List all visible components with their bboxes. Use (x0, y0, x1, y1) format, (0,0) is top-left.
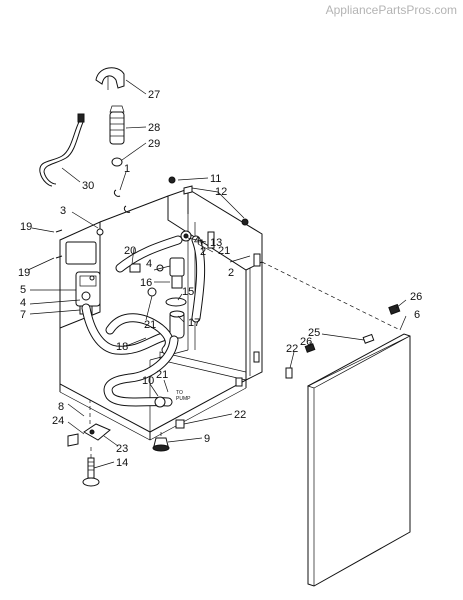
leader-lines (27, 79, 407, 469)
callout-4-center-top: 4 (194, 235, 200, 247)
callout-labels: 27 28 29 30 1 11 12 3 19 20 4 2 13 21 2 … (18, 89, 422, 469)
callout-24: 24 (52, 415, 64, 427)
callout-28: 28 (148, 122, 160, 134)
callout-11: 11 (210, 173, 221, 185)
callout-3: 3 (60, 205, 66, 217)
standpipe-assembly (39, 67, 249, 226)
callout-23: 23 (116, 443, 128, 455)
hoses (81, 235, 206, 408)
leveling-bracket (83, 423, 111, 441)
callout-2-center-top: 2 (200, 246, 206, 258)
callout-16: 16 (140, 277, 152, 289)
callout-10: 10 (142, 375, 154, 387)
callout-21-top: 21 (218, 245, 230, 257)
drain-hose (39, 119, 81, 187)
callout-21-center: 21 (144, 319, 156, 331)
to-pump-label-1: TO (176, 390, 183, 396)
callout-26-top: 26 (410, 291, 422, 303)
callout-12: 12 (215, 186, 227, 198)
callout-22-bottom: 22 (234, 409, 246, 421)
callout-26-lower: 26 (300, 336, 312, 348)
callout-8: 8 (58, 401, 64, 413)
front-panel (285, 303, 411, 587)
callout-25: 25 (308, 327, 320, 339)
hose-hook (95, 67, 125, 89)
callout-30: 30 (82, 180, 94, 192)
callout-1: 1 (124, 163, 130, 175)
watermark: AppliancePartsPros.com (325, 3, 457, 17)
callout-18: 18 (116, 341, 128, 353)
callout-14: 14 (116, 457, 128, 469)
water-valve (75, 271, 101, 307)
callout-19-left: 19 (18, 267, 30, 279)
callout-5: 5 (20, 284, 26, 296)
callout-20: 20 (124, 245, 136, 257)
standpipe (109, 111, 125, 145)
callout-19-top: 19 (20, 221, 32, 233)
callout-29: 29 (148, 138, 160, 150)
bracket (65, 241, 97, 265)
callout-4-left: 4 (20, 297, 26, 309)
to-pump-label-2: PUMP (176, 396, 191, 402)
callout-21-bottom: 21 (156, 369, 168, 381)
callout-17: 17 (188, 317, 200, 329)
base-parts (67, 400, 185, 487)
callout-2-right: 2 (228, 267, 234, 279)
callout-7: 7 (20, 309, 26, 321)
callout-9: 9 (204, 433, 210, 445)
callout-22-right: 22 (286, 343, 298, 355)
callout-27: 27 (148, 89, 160, 101)
callout-13: 13 (210, 237, 222, 249)
callout-4-center: 4 (146, 258, 152, 270)
callout-6: 6 (414, 309, 420, 321)
callout-15: 15 (182, 286, 194, 298)
